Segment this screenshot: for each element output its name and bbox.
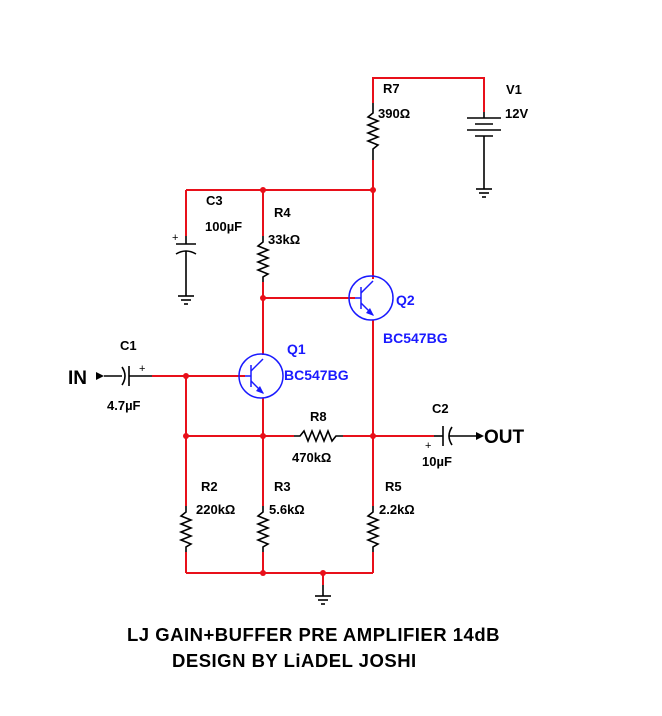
polarity-mark: + [139, 363, 145, 375]
r4-value-label: 33kΩ [268, 232, 300, 247]
junction-dot [370, 433, 376, 439]
r3-value-label: 5.6kΩ [269, 502, 305, 517]
r8-value-label: 470kΩ [292, 450, 331, 465]
r2-value-label: 220kΩ [196, 502, 235, 517]
q2-ref-label: Q2 [396, 292, 415, 308]
c3-ref-label: C3 [206, 193, 223, 208]
q2-value-label: BC547BG [383, 330, 448, 346]
polarity-mark: + [172, 232, 178, 244]
transistor-q2 [348, 275, 394, 321]
ground-icon [178, 280, 194, 305]
wires [152, 77, 485, 585]
junction-dot [260, 295, 266, 301]
junction-dot [370, 187, 376, 193]
capacitor-c2: + [425, 426, 476, 452]
junction-dot [320, 570, 326, 576]
resistor-r4 [255, 236, 271, 282]
input-port-label: IN [68, 368, 87, 389]
r4-ref-label: R4 [274, 205, 291, 220]
resistor-r5 [365, 506, 381, 552]
r7-ref-label: R7 [383, 81, 400, 96]
junction-dot [183, 373, 189, 379]
r7-value-label: 390Ω [378, 106, 410, 121]
c2-ref-label: C2 [432, 401, 449, 416]
polarity-mark: + [425, 440, 431, 452]
v1-value-label: 12V [505, 106, 528, 121]
wire-r7-to-v1 [372, 77, 485, 112]
q1-ref-label: Q1 [287, 341, 306, 357]
junctions [183, 187, 376, 576]
junction-dot [260, 433, 266, 439]
schematic-title: LJ GAIN+BUFFER PRE AMPLIFIER 14dB [127, 624, 500, 645]
output-arrow-icon [476, 432, 484, 440]
transistor-q1 [238, 353, 284, 399]
v1-ref-label: V1 [506, 82, 522, 97]
capacitor-c1: + [104, 363, 152, 386]
c1-value-label: 4.7µF [107, 398, 141, 413]
battery-v1 [467, 112, 501, 186]
ground-icon [315, 585, 331, 605]
resistor-r8 [294, 428, 343, 444]
ground-icon [476, 186, 492, 198]
resistor-r3 [255, 506, 271, 552]
c1-ref-label: C1 [120, 338, 137, 353]
schematic-author: DESIGN BY LiADEL JOSHI [172, 650, 417, 671]
r8-ref-label: R8 [310, 409, 327, 424]
resistor-r2 [178, 506, 194, 552]
junction-dot [260, 187, 266, 193]
capacitor-c3: + [172, 232, 197, 280]
c2-value-label: 10µF [422, 454, 452, 469]
c3-value-label: 100µF [205, 219, 242, 234]
junction-dot [260, 570, 266, 576]
r3-ref-label: R3 [274, 479, 291, 494]
input-arrow-icon [96, 372, 104, 380]
r5-value-label: 2.2kΩ [379, 502, 415, 517]
junction-dot [183, 433, 189, 439]
output-port-label: OUT [484, 427, 525, 448]
resistor-r7 [365, 103, 381, 160]
q1-value-label: BC547BG [284, 367, 349, 383]
r5-ref-label: R5 [385, 479, 402, 494]
r2-ref-label: R2 [201, 479, 218, 494]
